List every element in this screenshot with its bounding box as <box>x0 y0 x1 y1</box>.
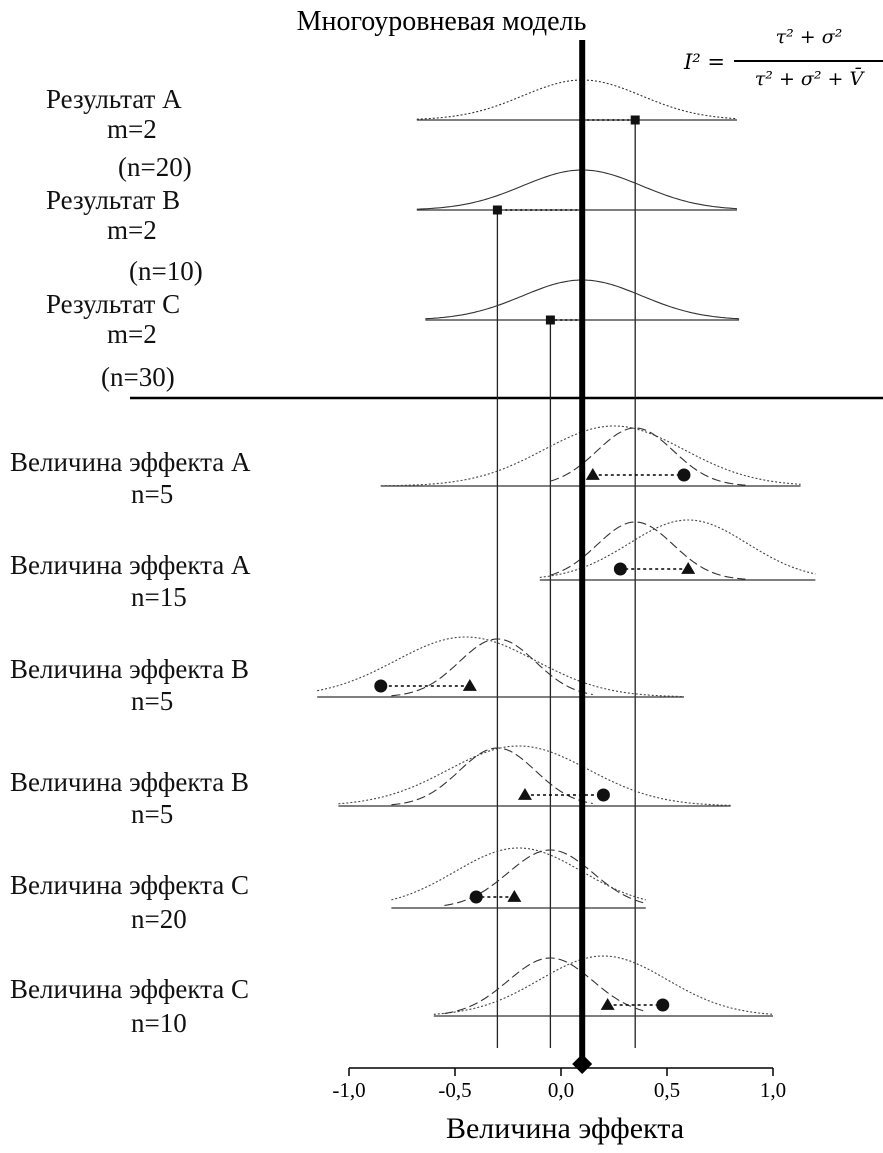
effect-size-narrow-curve <box>550 427 746 486</box>
effect-size-narrow-curve <box>391 747 593 806</box>
effect-size-label-2: Величина эффекта A <box>10 550 251 580</box>
effect-size-wide-curve <box>391 847 646 901</box>
outcome-mean-square <box>492 205 502 215</box>
effect-size-n-5: n=20 <box>131 904 187 934</box>
effect-size-narrow-curve <box>444 849 646 907</box>
effect-size-narrow-curve <box>391 638 593 697</box>
x-tick-label: -0,5 <box>438 1078 472 1102</box>
effect-size-triangle-marker <box>507 890 522 902</box>
outcome-b-n: (n=10) <box>129 256 203 286</box>
effect-size-triangle-marker <box>681 562 696 574</box>
outcome-b-m: m=2 <box>107 215 157 245</box>
effect-size-n-1: n=5 <box>131 479 174 509</box>
outcome-mean-square <box>630 115 640 125</box>
outcome-distribution-curve <box>416 169 738 210</box>
effect-size-n-2: n=15 <box>131 582 187 612</box>
effect-size-circle-marker <box>596 788 610 802</box>
effect-size-label-3: Величина эффекта B <box>10 654 250 684</box>
formula-fraction-bar <box>734 60 883 62</box>
effect-size-triangle-marker <box>600 998 615 1010</box>
effect-size-circle-marker <box>374 679 388 693</box>
effect-size-n-3: n=5 <box>131 686 174 716</box>
effect-size-circle-marker <box>613 562 627 576</box>
x-axis-label: Величина эффекта <box>445 1112 685 1145</box>
effect-size-triangle-marker <box>462 679 477 691</box>
outcome-c-n: (n=30) <box>101 362 175 392</box>
outcome-a-m: m=2 <box>107 114 157 144</box>
outcome-c-m: m=2 <box>107 319 157 349</box>
pooled-effect-diamond <box>572 1054 593 1074</box>
formula-lhs: I² = <box>684 50 725 74</box>
effect-size-label-4: Величина эффекта B <box>10 767 250 797</box>
outcome-a-n: (n=20) <box>118 152 192 182</box>
outcome-c-label: Результат C <box>46 289 181 319</box>
effect-size-circle-marker <box>469 890 483 904</box>
effect-size-triangle-marker <box>585 468 600 480</box>
x-tick-label: 0,5 <box>653 1078 681 1102</box>
effect-size-wide-curve <box>433 955 774 1015</box>
outcome-b-label: Результат B <box>46 185 181 215</box>
outcome-mean-square <box>545 315 555 325</box>
effect-size-wide-curve <box>338 745 731 806</box>
effect-size-narrow-curve <box>550 521 746 580</box>
effect-size-triangle-marker <box>517 788 532 800</box>
effect-size-label-6: Величина эффекта C <box>10 974 250 1004</box>
effect-size-narrow-curve <box>444 957 646 1015</box>
outcome-distribution-curve <box>416 79 738 120</box>
x-tick-label: -1,0 <box>332 1078 366 1102</box>
effect-size-label-5: Величина эффекта C <box>10 870 250 900</box>
effect-size-circle-marker <box>656 998 670 1012</box>
effect-size-n-4: n=5 <box>131 799 174 829</box>
effect-size-n-6: n=10 <box>131 1008 187 1038</box>
formula-denominator: τ² + σ² + V̄ <box>754 68 864 90</box>
x-tick-label: 0,0 <box>547 1078 575 1102</box>
formula-numerator: τ² + σ² <box>775 26 843 48</box>
chart-title: Многоуровневая модель <box>296 6 587 37</box>
effect-size-wide-curve <box>317 636 684 698</box>
effect-size-label-1: Величина эффекта A <box>10 447 251 477</box>
effect-size-wide-curve <box>380 425 801 487</box>
effect-size-circle-marker <box>677 468 691 482</box>
outcome-a-label: Результат A <box>46 84 182 114</box>
x-tick-label: 1,0 <box>759 1078 787 1102</box>
